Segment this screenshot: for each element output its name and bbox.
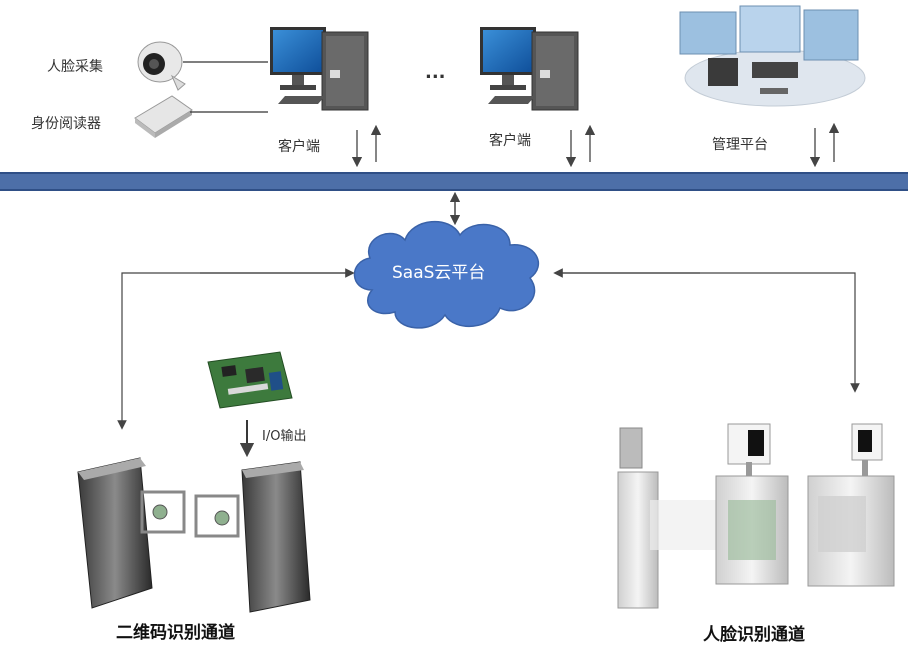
management-bus-arrows <box>809 122 840 168</box>
io-controller-board-icon <box>207 351 293 409</box>
face-channel-label: 人脸识别通道 <box>703 625 805 645</box>
client-1-label: 客户端 <box>278 139 320 155</box>
management-platform-icon <box>679 5 866 107</box>
id-reader-icon <box>134 95 193 138</box>
ellipsis: ... <box>425 62 446 83</box>
client-2-label: 客户端 <box>489 133 531 149</box>
client-pc-1-icon <box>270 27 369 111</box>
cloud-to-qr-channel-connector <box>117 268 355 430</box>
face-gate-terminal-1-icon <box>715 423 789 585</box>
qr-turnstile-right-icon <box>241 461 311 613</box>
id-reader-label: 身份阅读器 <box>31 116 101 132</box>
face-gate-panel-icon <box>617 427 720 609</box>
saas-cloud-icon <box>353 221 540 329</box>
qr-channel-label: 二维码识别通道 <box>116 623 235 643</box>
cloud-label: SaaS云平台 <box>392 263 486 283</box>
qr-swing-arm-icon <box>140 490 240 538</box>
network-bus <box>0 172 908 191</box>
cloud-to-face-channel-connector <box>553 268 860 393</box>
face-capture-label: 人脸采集 <box>47 59 103 75</box>
face-capture-camera-icon <box>137 41 186 91</box>
io-output-label: I/O输出 <box>262 429 307 444</box>
qr-turnstile-left-icon <box>77 457 153 609</box>
management-platform-label: 管理平台 <box>712 137 768 153</box>
client-2-bus-arrows <box>565 124 596 168</box>
client-1-bus-arrows <box>351 124 382 168</box>
face-gate-terminal-2-icon <box>807 423 895 587</box>
client-pc-2-icon <box>480 27 579 111</box>
